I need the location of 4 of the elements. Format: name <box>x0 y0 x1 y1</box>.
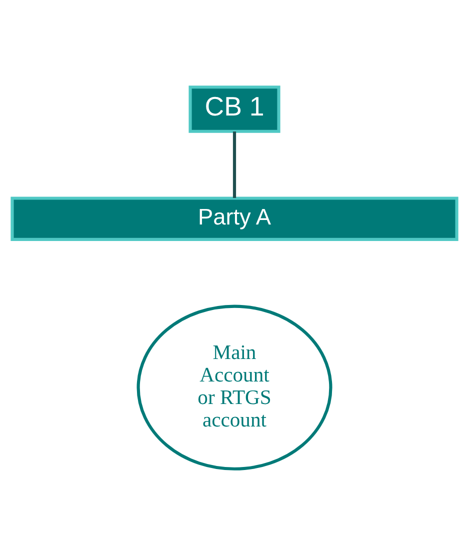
node-ellipse: Main Account or RTGS account <box>136 304 332 470</box>
node-box: Party A <box>10 196 458 241</box>
node-box: CB 1 <box>188 86 280 133</box>
connector <box>232 132 236 198</box>
